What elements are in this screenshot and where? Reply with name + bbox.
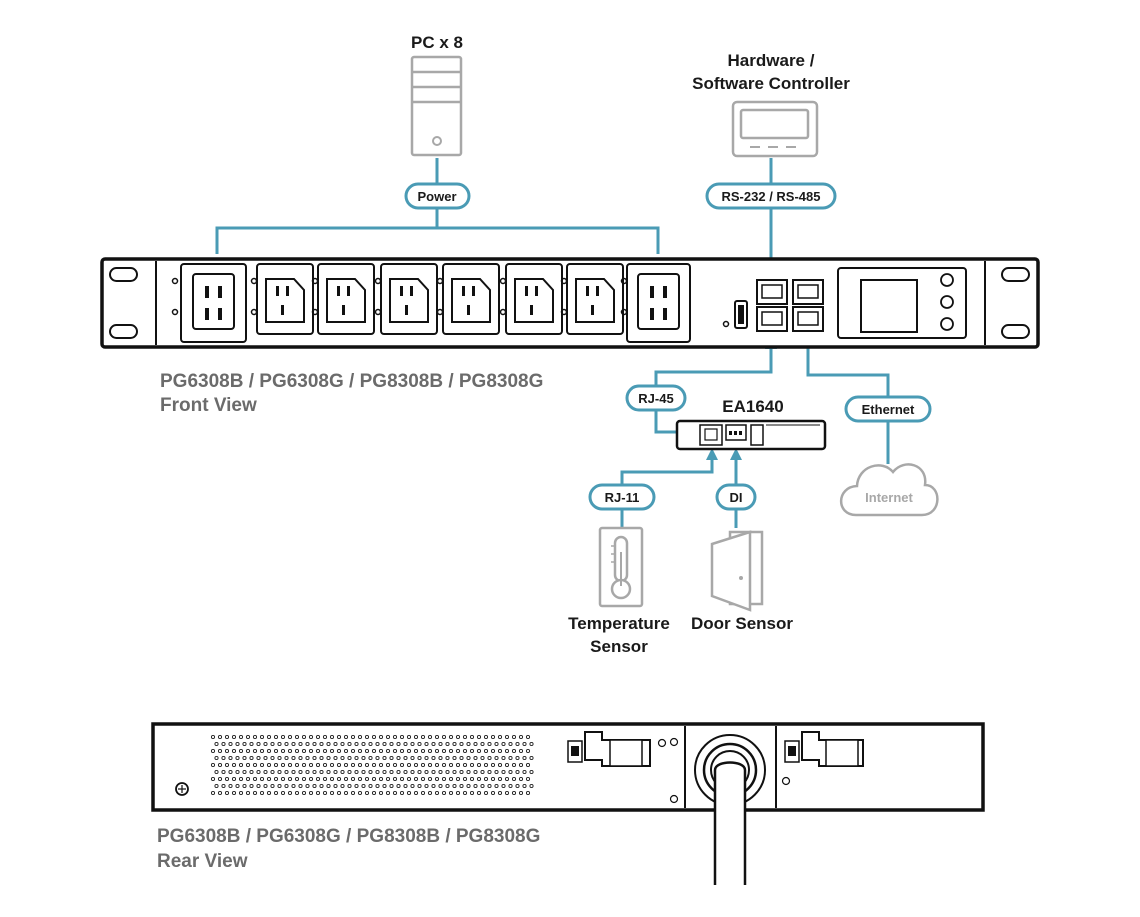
usb-port-icon: [734, 300, 748, 329]
outlet-c13-3: [374, 263, 438, 335]
rj45-ports: [756, 279, 824, 332]
svg-text:RJ-45: RJ-45: [638, 391, 673, 406]
rj45-pill: RJ-45: [625, 384, 687, 412]
svg-text:Ethernet: Ethernet: [862, 402, 915, 417]
outlet-c13-6: [560, 263, 624, 335]
outlet-c13-4: [436, 263, 500, 335]
pc-tower-icon: [410, 55, 463, 157]
door-icon: [710, 530, 764, 612]
svg-text:RS-232 / RS-485: RS-232 / RS-485: [722, 189, 821, 204]
internet-label: Internet: [865, 490, 913, 505]
svg-text:Power: Power: [417, 189, 456, 204]
pc-label: PC x 8: [411, 33, 463, 52]
reset-pinhole-icon: [722, 320, 730, 328]
lcd-display-panel: [837, 267, 967, 339]
svg-text:DI: DI: [730, 490, 743, 505]
door-sensor-label: Door Sensor: [691, 614, 793, 633]
di-pill: DI: [715, 483, 757, 511]
outlet-c19-right: [620, 263, 691, 343]
rear-caption-view: Rear View: [157, 851, 248, 872]
svg-text:RJ-11: RJ-11: [605, 490, 640, 505]
ea1640-label: EA1640: [722, 397, 783, 416]
power-pill: Power: [404, 182, 471, 210]
breaker-right-icon: [781, 731, 864, 786]
rs-pill: RS-232 / RS-485: [705, 182, 837, 210]
outlet-c13-1: [250, 263, 314, 335]
temperature-label-line1: Temperature: [568, 614, 670, 633]
controller-label-line1: Hardware /: [728, 51, 815, 70]
outlet-c19-left: [171, 263, 247, 343]
ea1640-device-icon: [675, 419, 827, 451]
controller-icon: [731, 100, 819, 158]
controller-label-line2: Software Controller: [692, 74, 850, 93]
rj11-pill: RJ-11: [588, 483, 656, 511]
vent-grille: [210, 734, 534, 796]
outlet-c13-2: [311, 263, 375, 335]
internet-cloud-icon: Internet: [840, 463, 939, 517]
rear-caption-model: PG6308B / PG6308G / PG8308B / PG8308G: [157, 826, 540, 847]
front-caption-view: Front View: [160, 395, 257, 416]
outlet-c13-5: [499, 263, 563, 335]
thermometer-icon: [598, 526, 644, 608]
breaker-left-icon: [567, 731, 667, 767]
ethernet-pill: Ethernet: [844, 395, 932, 423]
temperature-label-line2: Sensor: [590, 637, 648, 656]
power-cord-icon: [713, 761, 747, 885]
front-caption-model: PG6308B / PG6308G / PG8308B / PG8308G: [160, 371, 543, 392]
